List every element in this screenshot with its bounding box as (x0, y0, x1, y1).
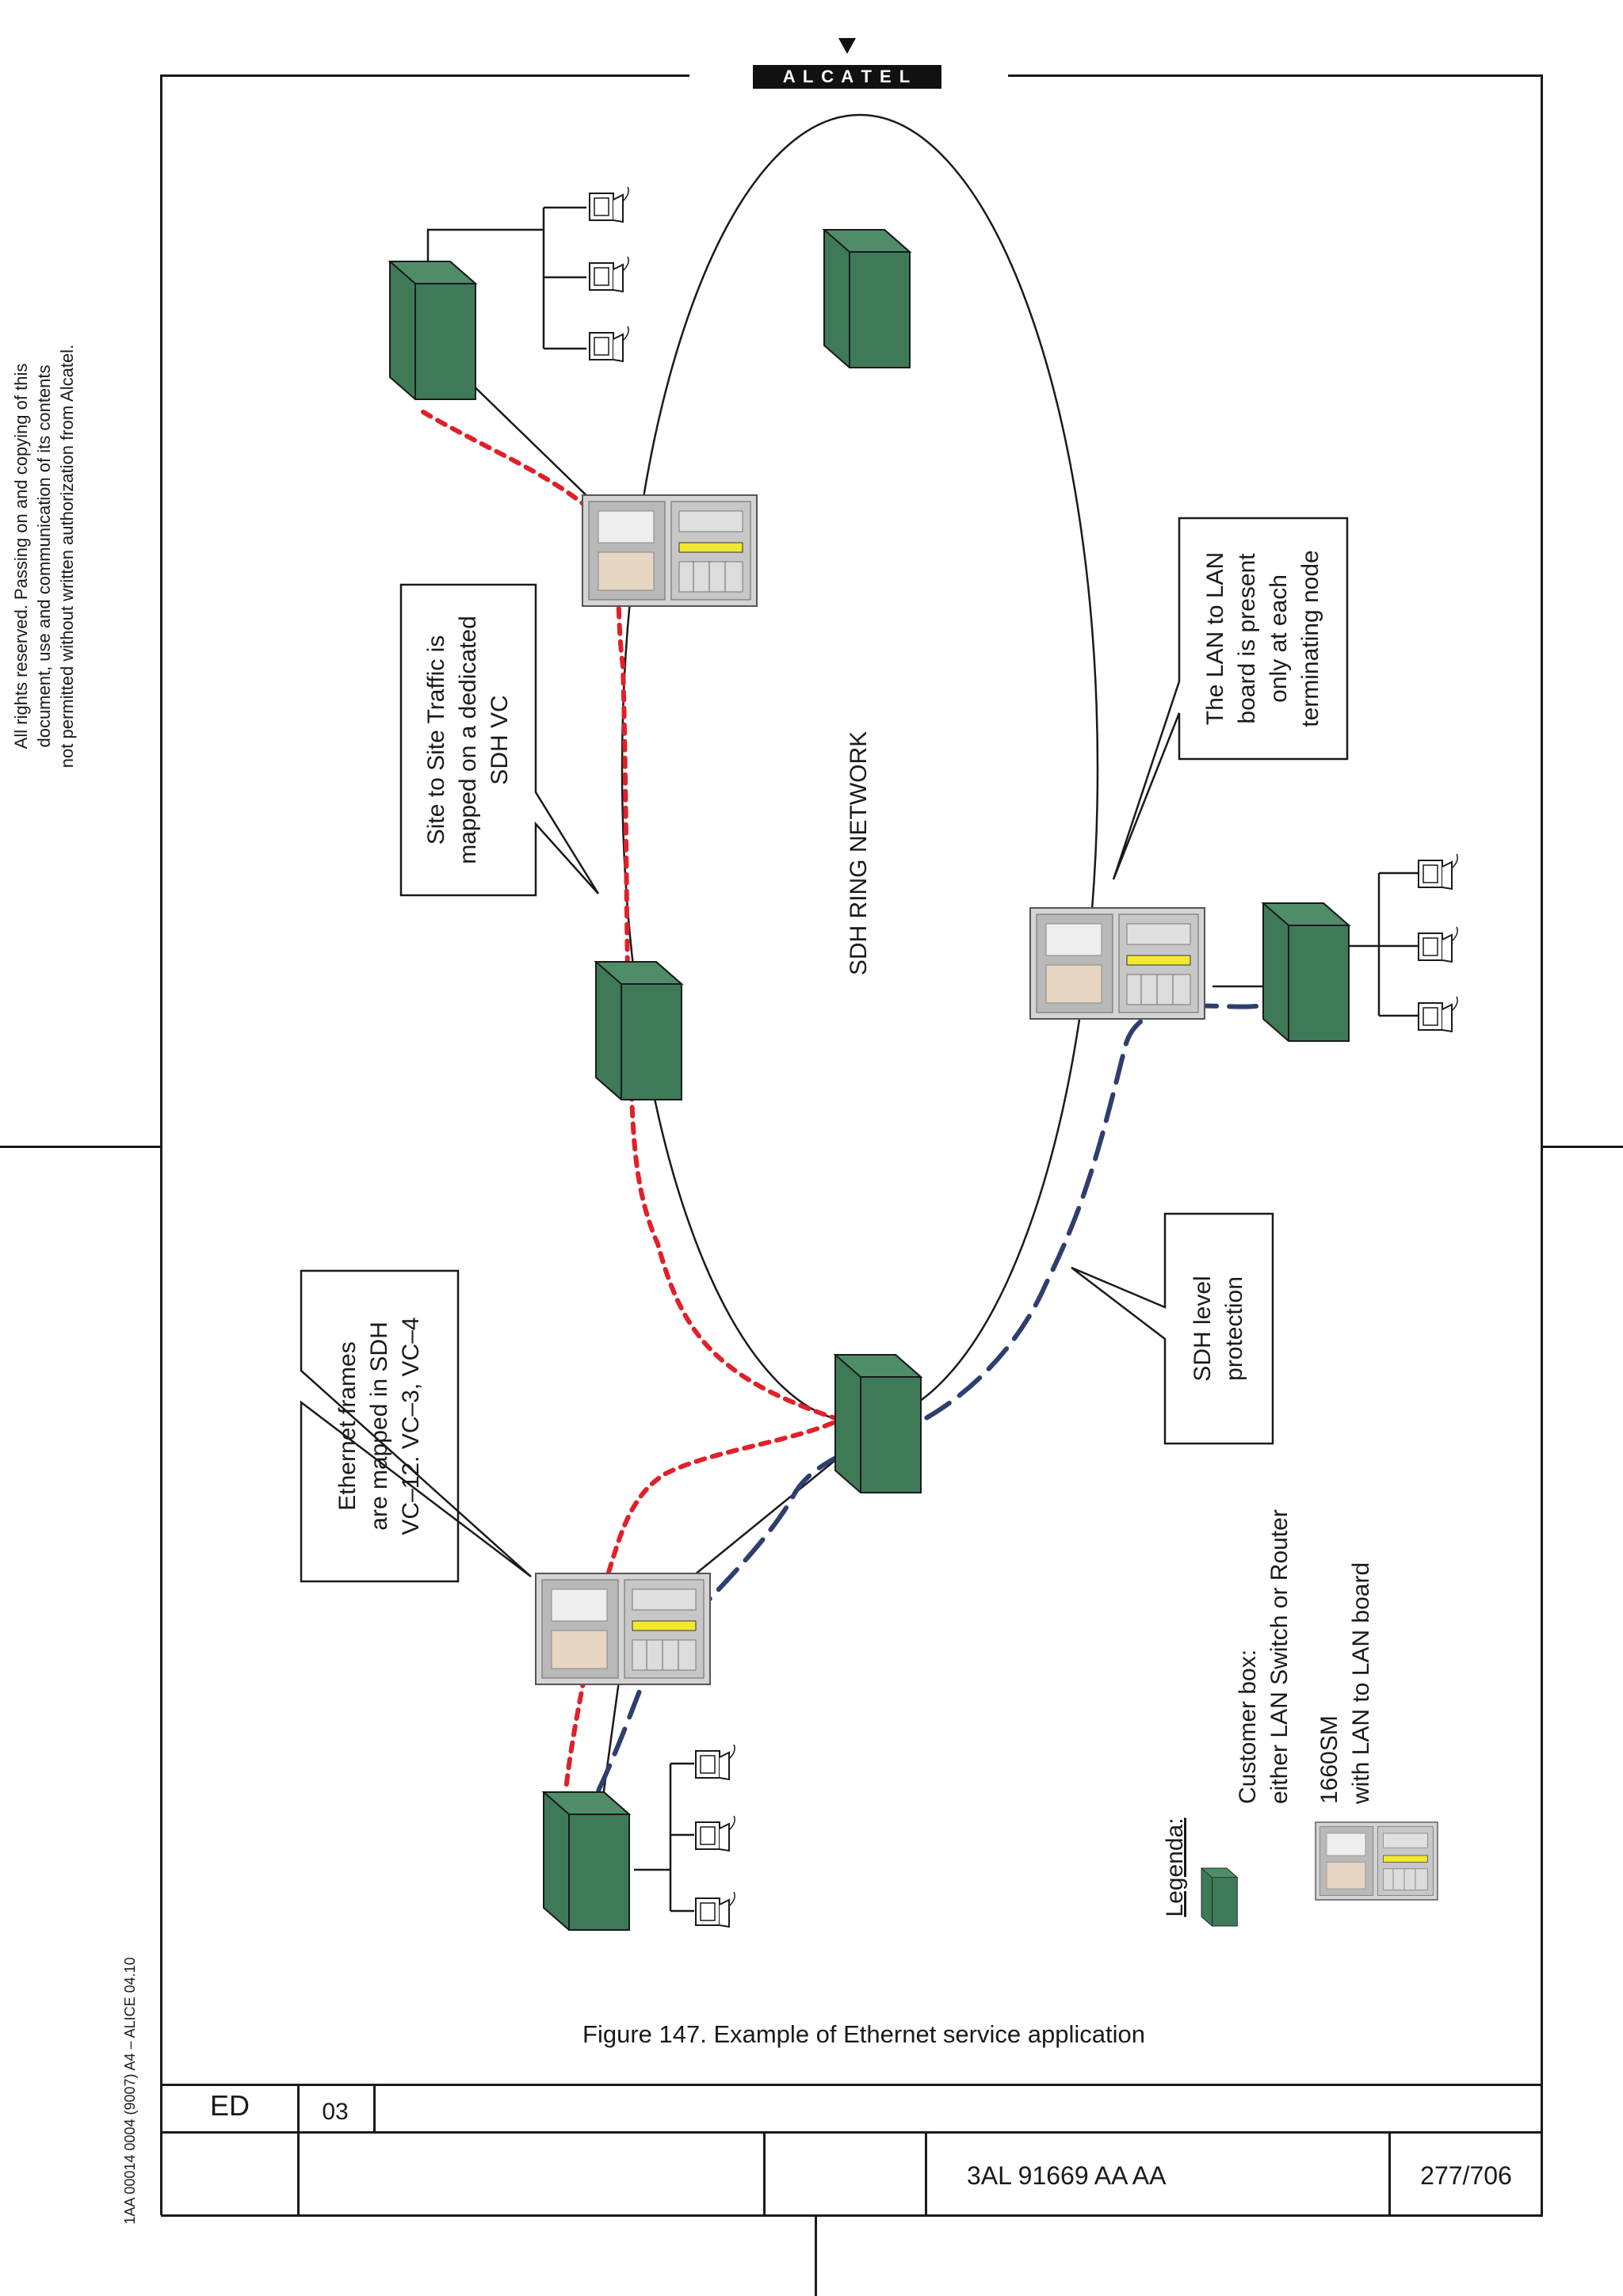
footer-col-4 (925, 2131, 927, 2215)
legend-title: Legenda: (1162, 1817, 1188, 1917)
frame-top-left (161, 74, 689, 77)
page-number: 277/706 (1420, 2161, 1512, 2190)
ring-label: SDH RING NETWORK (846, 730, 872, 976)
frame-top-right (1008, 74, 1542, 77)
callout-ethernet-box (300, 1269, 532, 1583)
customer-box-bottom (543, 1791, 630, 1931)
logo-text: A L C A T E L (782, 67, 912, 86)
legend-line: Customer box: (1235, 1649, 1261, 1804)
frame-left (160, 74, 162, 2215)
customer-box-top-left (389, 261, 476, 400)
callout-line: VC–12. VC–3, VC–4 (398, 1317, 424, 1535)
customer-box-right (1262, 902, 1350, 1042)
ed-value: 03 (322, 2099, 349, 2125)
fold-mark-bottom (815, 2216, 817, 2296)
pc-icon (695, 1891, 736, 1928)
callout-line: Site to Site Traffic is (423, 635, 449, 845)
frame-right (1541, 74, 1543, 2215)
callout-protection-box (1071, 1212, 1274, 1445)
callout-line: only at each (1266, 574, 1292, 703)
alcatel-logo: A L C A T E L (750, 38, 945, 93)
callout-ethernet-text: Ethernet frames are mapped in SDH VC–12.… (332, 1274, 427, 1578)
callout-site-to-site-box (399, 583, 600, 897)
pc-icon (589, 326, 630, 362)
customer-box-ring-bottom (834, 1354, 922, 1493)
sm-node-top (582, 494, 758, 607)
callout-line: SDH VC (487, 695, 513, 785)
fold-mark-left (0, 1146, 161, 1148)
legend-line: 1660SM (1316, 1715, 1342, 1804)
pc-icon (695, 1744, 736, 1780)
callout-line: mapped on a dedicated (455, 616, 481, 864)
customer-box-ring-mid (595, 961, 682, 1100)
footer-col-3 (763, 2131, 766, 2215)
sm-node-bottom (535, 1573, 711, 1685)
callout-line: board is present (1234, 553, 1260, 724)
pc-tree-right (1339, 871, 1419, 1017)
pc-icon (1418, 853, 1459, 890)
doc-number: 3AL 91669 AA AA (967, 2161, 1167, 2190)
footer-col-5 (1388, 2131, 1391, 2215)
legend-customer-box-text: Customer box: either LAN Switch or Route… (1232, 1463, 1296, 1804)
legend-customer-box (1201, 1867, 1238, 1927)
legend-sm-node (1315, 1821, 1438, 1901)
callout-lan-board-box (1112, 517, 1349, 880)
callout-lan-board-text: The LAN to LAN board is present only at … (1200, 520, 1327, 757)
callout-site-to-site-text: Site to Site Traffic is mapped on a dedi… (421, 586, 516, 894)
frame-bottom (161, 2214, 1543, 2217)
footer-col-1 (297, 2084, 300, 2215)
callout-line: protection (1221, 1276, 1247, 1381)
callout-line: are mapped in SDH (366, 1322, 392, 1531)
sm-node-right (1029, 907, 1205, 1020)
pc-tree-bottom (634, 1762, 694, 1913)
callout-line: terminating node (1297, 550, 1323, 727)
pc-icon (589, 256, 630, 292)
footer-mid-line (161, 2131, 1543, 2134)
legend-line: either LAN Switch or Router (1266, 1509, 1293, 1804)
pc-icon (589, 186, 630, 223)
callout-line: Ethernet frames (334, 1341, 361, 1511)
pc-icon (695, 1815, 736, 1852)
fold-mark-right (1542, 1146, 1623, 1148)
callout-protection-text: SDH level protection (1187, 1234, 1251, 1424)
customer-box-top (823, 229, 911, 368)
pc-tree-top (426, 206, 586, 350)
figure-caption: Figure 147. Example of Ethernet service … (582, 2020, 1145, 2048)
callout-line: The LAN to LAN (1202, 551, 1228, 726)
ed-label: ED (209, 2089, 250, 2122)
footer-top-line (161, 2084, 1543, 2086)
footer-col-2 (373, 2084, 376, 2132)
callout-line: SDH level (1190, 1276, 1216, 1382)
pc-icon (1418, 926, 1459, 963)
pc-icon (1418, 996, 1459, 1032)
legend-sm-node-text: 1660SM with LAN to LAN board (1314, 1558, 1377, 1804)
legend-line: with LAN to LAN board (1348, 1562, 1374, 1804)
